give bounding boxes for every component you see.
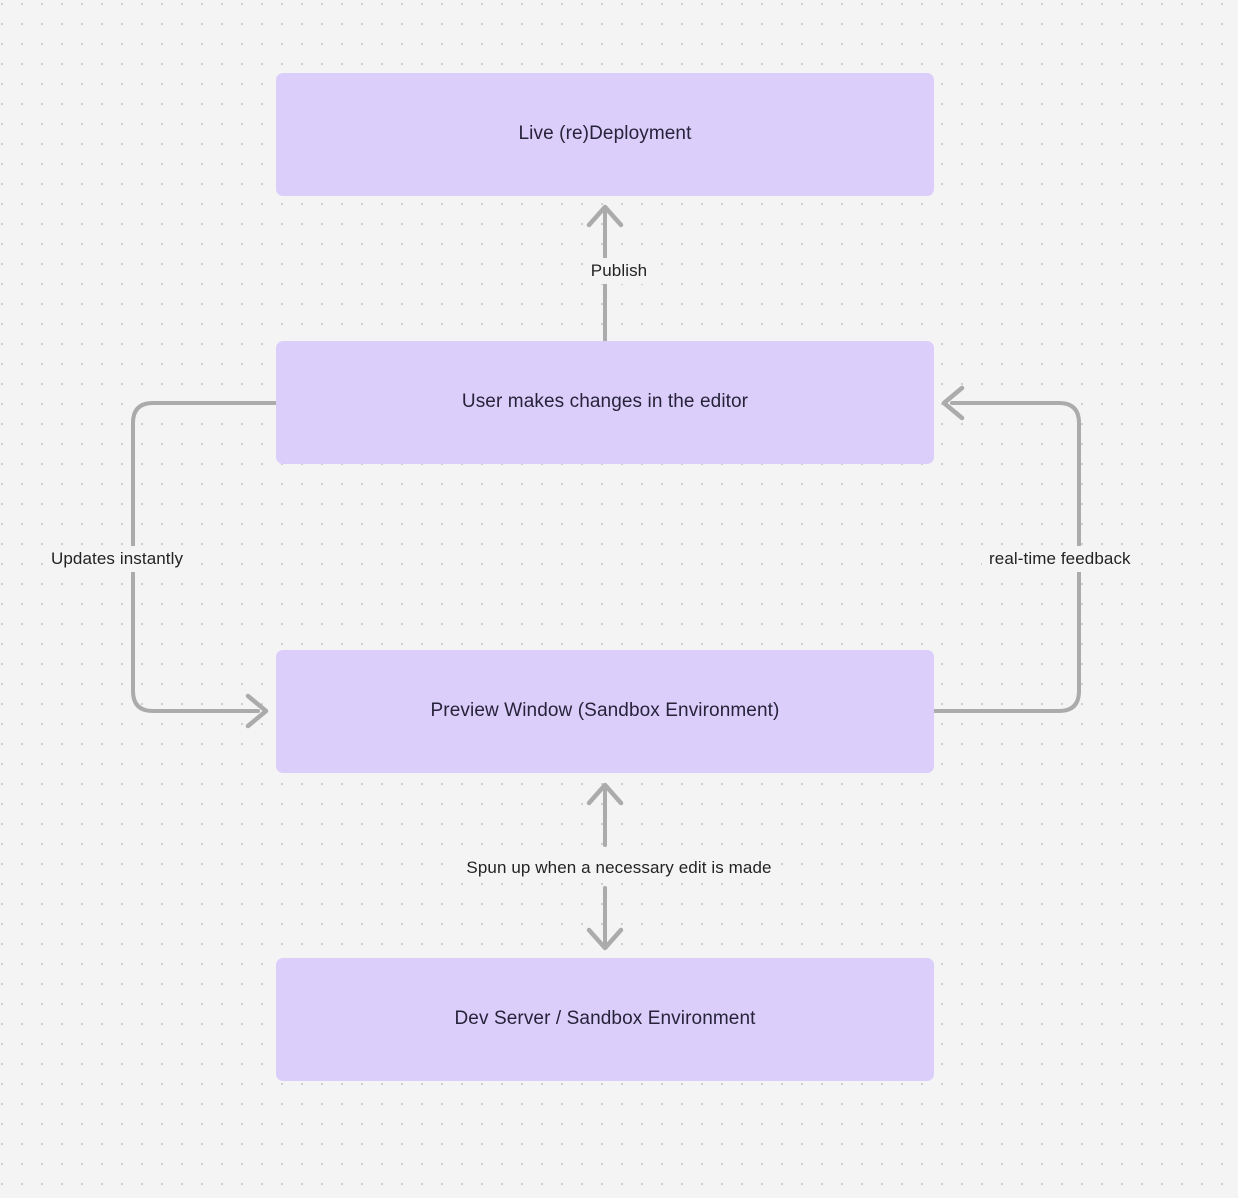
edge-label-publish: Publish xyxy=(583,258,655,285)
node-label: Preview Window (Sandbox Environment) xyxy=(430,700,780,722)
edge-label-real-time-feedback: real-time feedback xyxy=(982,546,1138,573)
edge-label-spun-up: Spun up when a necessary edit is made xyxy=(459,855,779,882)
node-live-redeployment[interactable]: Live (re)Deployment xyxy=(276,73,934,196)
node-user-makes-changes[interactable]: User makes changes in the editor xyxy=(276,341,934,464)
node-dev-server[interactable]: Dev Server / Sandbox Environment xyxy=(276,958,934,1081)
node-label: User makes changes in the editor xyxy=(461,391,749,413)
node-preview-window[interactable]: Preview Window (Sandbox Environment) xyxy=(276,650,934,773)
edge-label-updates-instantly: Updates instantly xyxy=(44,546,191,573)
node-label: Live (re)Deployment xyxy=(518,123,692,145)
node-label: Dev Server / Sandbox Environment xyxy=(454,1008,756,1030)
